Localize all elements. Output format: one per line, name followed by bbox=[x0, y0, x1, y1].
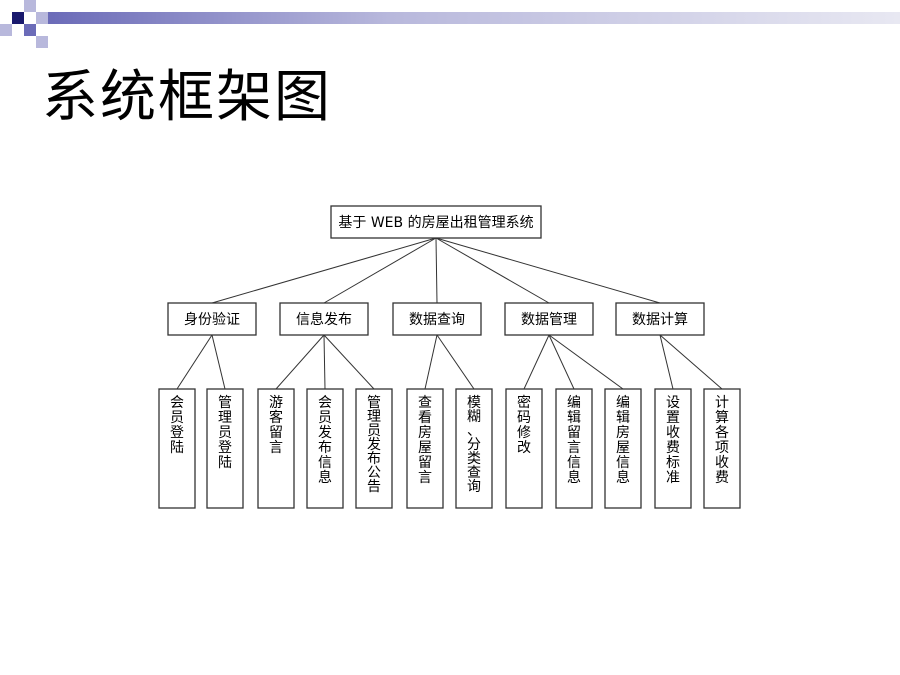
leaf-node-label: 管理员登陆 bbox=[218, 395, 232, 471]
leaf-node-box bbox=[355, 388, 393, 509]
branch-node-box bbox=[167, 302, 257, 336]
edge-root-branch bbox=[435, 237, 438, 304]
branch-node-label: 数据查询 bbox=[409, 312, 465, 328]
leaf-node-box bbox=[306, 388, 344, 509]
edge-root-branch bbox=[435, 237, 550, 304]
branch-node-box bbox=[392, 302, 482, 336]
deco-square bbox=[0, 24, 12, 36]
branch-node-label: 信息发布 bbox=[296, 311, 352, 328]
leaf-node-label: 会员登陆 bbox=[170, 395, 184, 456]
edge-root-branch bbox=[435, 237, 661, 304]
deco-square bbox=[24, 24, 36, 36]
leaf-node-box bbox=[555, 388, 593, 509]
header-gradient-bar bbox=[48, 12, 900, 24]
leaf-node-label: 计算各项收费 bbox=[715, 395, 729, 486]
leaf-node-box bbox=[257, 388, 295, 509]
leaf-node-box bbox=[206, 388, 244, 509]
leaf-node-label: 会员发布信息 bbox=[318, 395, 332, 486]
edge-branch-leaf bbox=[436, 334, 475, 390]
branch-node-label: 数据管理 bbox=[521, 312, 577, 328]
leaf-node-label: 编辑留言信息 bbox=[567, 395, 581, 486]
leaf-node-box bbox=[604, 388, 642, 509]
deco-square bbox=[36, 36, 48, 48]
edge-root-branch bbox=[323, 237, 437, 304]
edge-branch-leaf bbox=[548, 334, 575, 390]
leaf-node-label: 游客留言 bbox=[269, 395, 283, 456]
leaf-node-label: 密码修改 bbox=[517, 394, 531, 456]
branch-node-box bbox=[615, 302, 705, 336]
edge-branch-leaf bbox=[323, 334, 326, 390]
branch-node-box bbox=[504, 302, 594, 336]
leaf-node-box bbox=[703, 388, 741, 509]
branch-node-box bbox=[279, 302, 369, 336]
edge-branch-leaf bbox=[523, 334, 550, 390]
deco-square bbox=[36, 12, 48, 24]
deco-square bbox=[24, 0, 36, 12]
deco-square bbox=[12, 12, 24, 24]
edge-branch-leaf bbox=[424, 334, 438, 390]
leaf-node-label: 模糊、分类查询 bbox=[467, 395, 481, 495]
leaf-node-box bbox=[158, 388, 196, 509]
leaf-node-label: 设置收费标准 bbox=[666, 395, 680, 486]
leaf-node-box bbox=[406, 388, 444, 509]
edge-branch-leaf bbox=[659, 334, 674, 390]
leaf-node-box bbox=[505, 388, 543, 509]
edge-branch-leaf bbox=[211, 334, 226, 390]
root-node-label: 基于 WEB 的房屋出租管理系统 bbox=[338, 214, 533, 231]
root-node-box bbox=[330, 205, 542, 239]
slide-title: 系统框架图 bbox=[42, 65, 332, 130]
leaf-node-label: 管理员发布公告 bbox=[367, 395, 381, 495]
edge-root-branch bbox=[211, 237, 437, 304]
edge-branch-leaf bbox=[323, 334, 375, 390]
edge-branch-leaf bbox=[176, 334, 213, 390]
leaf-node-box bbox=[654, 388, 692, 509]
leaf-node-label: 编辑房屋信息 bbox=[616, 395, 630, 486]
diagram-edges bbox=[176, 237, 723, 390]
branch-node-label: 数据计算 bbox=[632, 312, 688, 328]
branch-node-label: 身份验证 bbox=[184, 312, 240, 328]
edge-branch-leaf bbox=[659, 334, 723, 390]
leaf-node-label: 查看房屋留言 bbox=[418, 395, 432, 486]
edge-branch-leaf bbox=[548, 334, 624, 390]
edge-branch-leaf bbox=[275, 334, 325, 390]
leaf-node-box bbox=[455, 388, 493, 509]
